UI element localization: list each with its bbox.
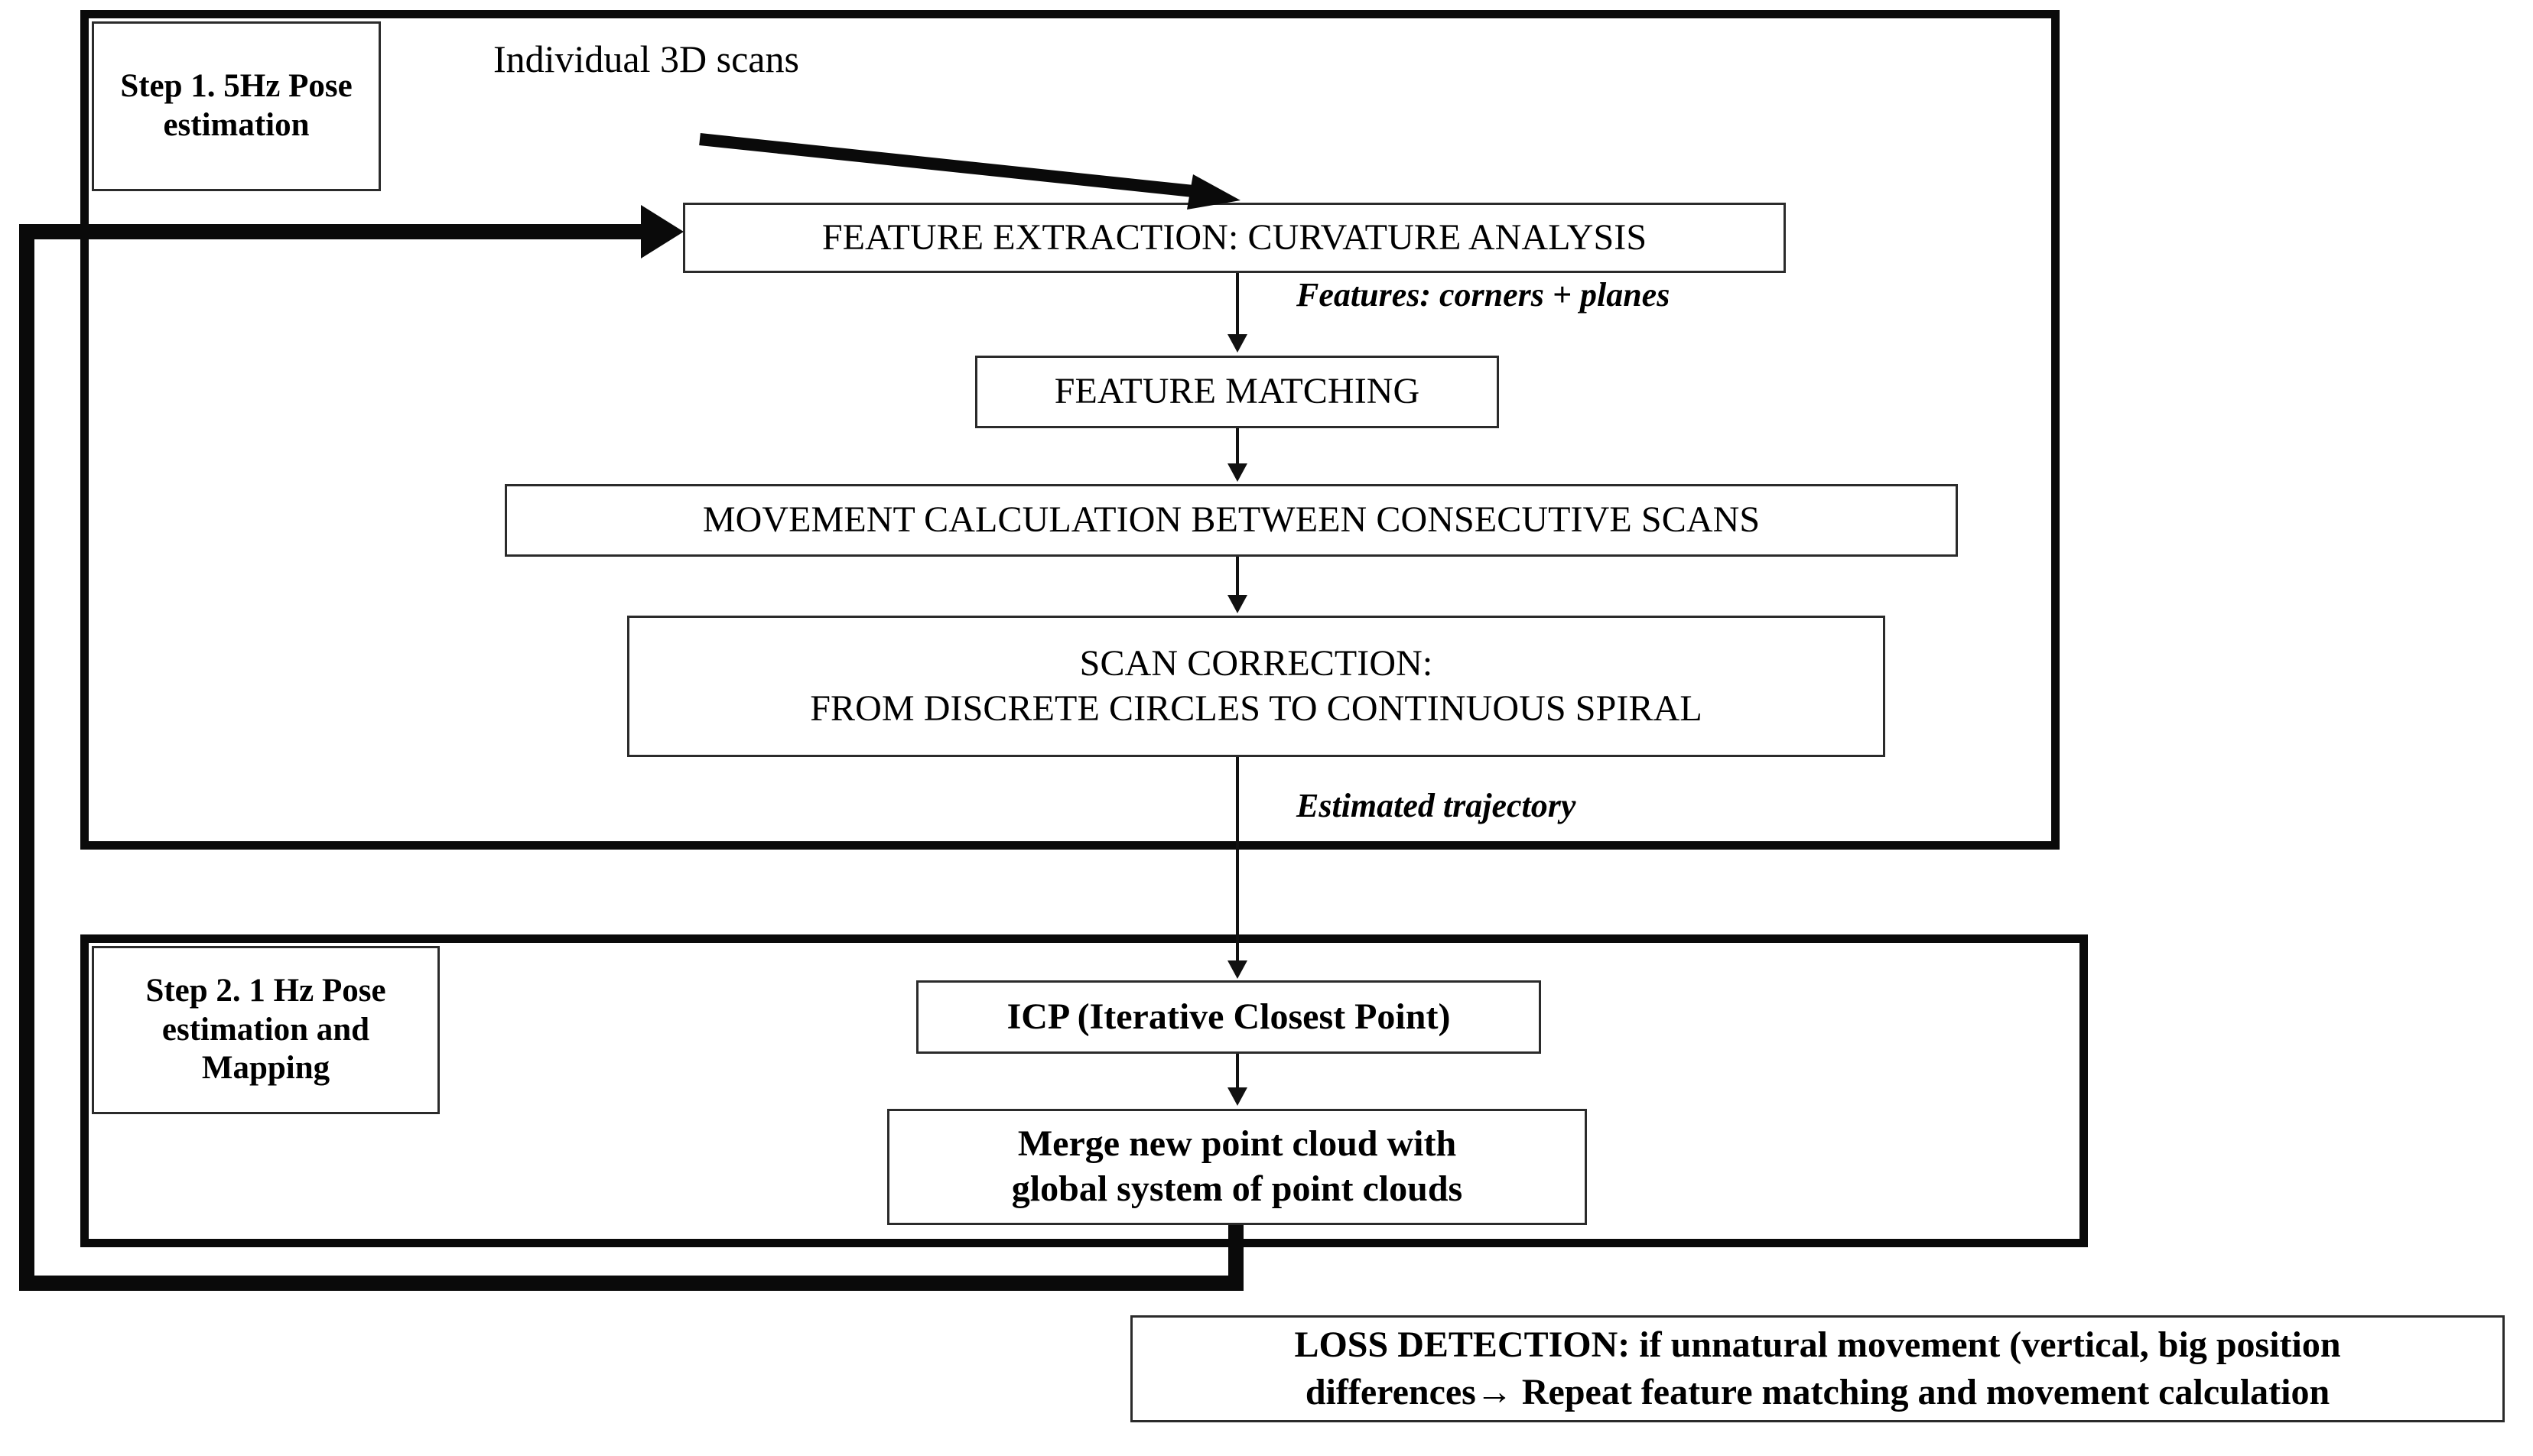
- connector-movement-to-correction: [1236, 557, 1239, 598]
- connector-correction-to-icp: [1236, 757, 1239, 965]
- step2-label-text: Step 2. 1 Hz Pose estimation and Mapping: [145, 972, 386, 1087]
- arrowhead-movement-to-correction: [1227, 595, 1247, 613]
- box-scan-correction-body: SCAN CORRECTION: FROM DISCRETE CIRCLES T…: [810, 642, 1702, 731]
- feedback-top-rail: [19, 224, 642, 239]
- arrowhead-icp-to-merge: [1227, 1087, 1247, 1106]
- connector-icp-to-merge: [1236, 1054, 1239, 1090]
- arrowhead-correction-to-icp: [1227, 960, 1247, 979]
- arrowhead-matching-to-movement: [1227, 463, 1247, 482]
- edge-label-features: Features: corners + planes: [1296, 276, 1670, 314]
- diagonal-input-arrow: [699, 133, 1240, 210]
- feedback-drop-from-merge: [1228, 1225, 1244, 1291]
- feedback-arrowhead-into-extraction: [641, 205, 684, 258]
- box-icp-text: ICP (Iterative Closest Point): [1006, 996, 1451, 1037]
- box-scan-correction-line2: FROM DISCRETE CIRCLES TO CONTINUOUS SPIR…: [810, 687, 1702, 729]
- box-movement-calculation-text: MOVEMENT CALCULATION BETWEEN CONSECUTIVE…: [702, 499, 1761, 541]
- box-movement-calculation[interactable]: MOVEMENT CALCULATION BETWEEN CONSECUTIVE…: [505, 484, 1958, 557]
- step1-container: [80, 10, 2060, 850]
- box-icp[interactable]: ICP (Iterative Closest Point): [916, 980, 1541, 1054]
- connector-matching-to-movement: [1236, 428, 1239, 466]
- edge-label-estimated-trajectory: Estimated trajectory: [1296, 787, 1576, 824]
- box-loss-detection-body: LOSS DETECTION: if unnatural movement (v…: [1294, 1321, 2340, 1417]
- step1-label-text: Step 1. 5Hz Pose estimation: [120, 68, 353, 143]
- box-loss-detection-line1: LOSS DETECTION: if unnatural movement (v…: [1294, 1324, 2341, 1365]
- box-feature-extraction[interactable]: FEATURE EXTRACTION: CURVATURE ANALYSIS: [683, 203, 1786, 273]
- box-feature-extraction-text: FEATURE EXTRACTION: CURVATURE ANALYSIS: [821, 216, 1647, 258]
- connector-extraction-to-matching: [1236, 273, 1239, 337]
- box-merge-point-cloud[interactable]: Merge new point cloud with global system…: [887, 1109, 1587, 1225]
- step1-label-box: Step 1. 5Hz Pose estimation: [92, 21, 381, 191]
- step2-container: [80, 934, 2088, 1247]
- box-loss-detection[interactable]: LOSS DETECTION: if unnatural movement (v…: [1130, 1315, 2505, 1422]
- arrowhead-extraction-to-matching: [1227, 334, 1247, 353]
- feedback-left-rail: [19, 224, 34, 1291]
- step2-label-box: Step 2. 1 Hz Pose estimation and Mapping: [92, 946, 440, 1114]
- box-merge-line1: Merge new point cloud with: [1017, 1123, 1457, 1165]
- box-loss-detection-line2: differences→ Repeat feature matching and…: [1305, 1372, 2330, 1412]
- feedback-bottom-rail: [19, 1276, 1244, 1291]
- box-merge-line2: global system of point clouds: [1011, 1168, 1463, 1209]
- input-label-individual-3d-scans: Individual 3D scans: [493, 37, 799, 80]
- box-scan-correction[interactable]: SCAN CORRECTION: FROM DISCRETE CIRCLES T…: [627, 616, 1885, 757]
- box-scan-correction-line1: SCAN CORRECTION:: [1079, 642, 1433, 684]
- box-feature-matching-text: FEATURE MATCHING: [1054, 371, 1420, 412]
- box-merge-body: Merge new point cloud with global system…: [1012, 1122, 1462, 1211]
- box-feature-matching[interactable]: FEATURE MATCHING: [975, 356, 1499, 428]
